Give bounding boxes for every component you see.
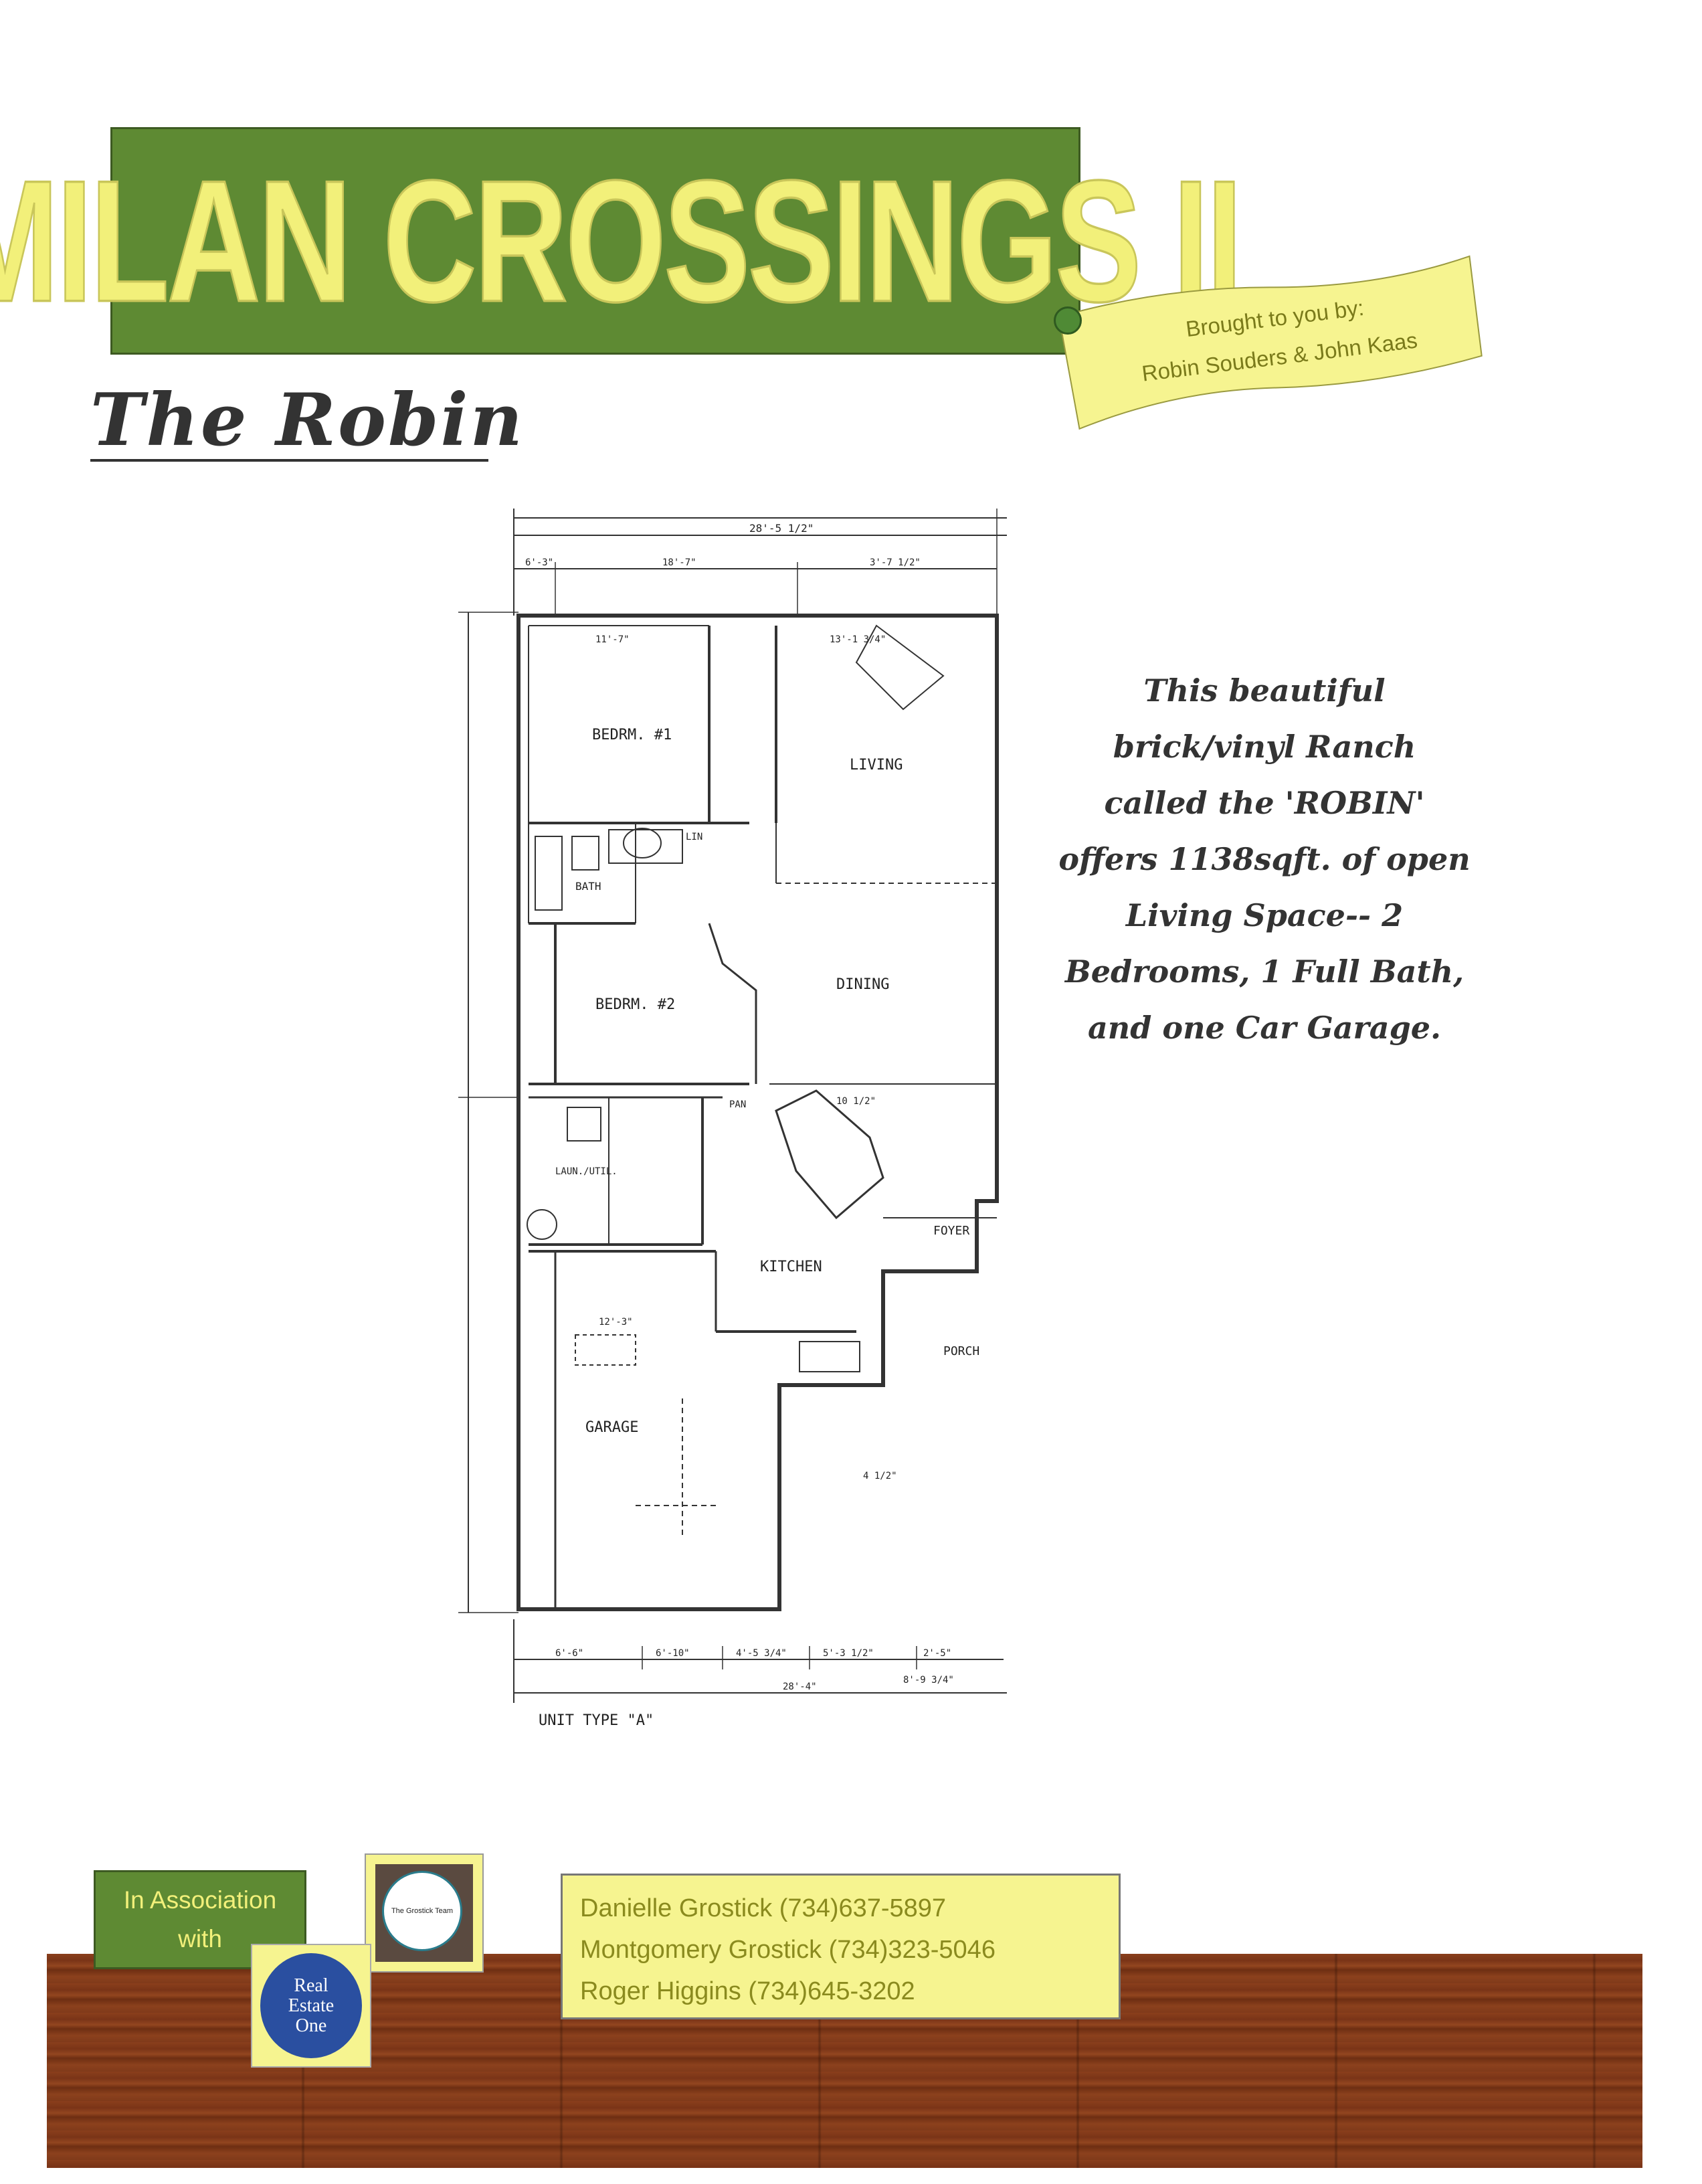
- dim-living-right: 10 1/2": [836, 1096, 876, 1107]
- title-banner: MILAN CROSSINGS II: [0, 127, 1243, 355]
- dim-overall-top: 28'-5 1/2": [749, 522, 814, 535]
- contact-montgomery: Montgomery Grostick (734)323-5046: [580, 1936, 996, 1964]
- dim-bedrm1: 11'-7": [595, 634, 630, 645]
- brought-to-you-flag: Brought to you by: Robin Souders & John …: [1050, 249, 1492, 437]
- contacts-box: Danielle Grostick (734)637-5897 Montgome…: [561, 1874, 1121, 2019]
- room-living: LIVING: [850, 757, 903, 774]
- flag-shape: [1058, 255, 1483, 430]
- contact-danielle: Danielle Grostick (734)637-5897: [580, 1894, 947, 1922]
- association-text: In Association with: [123, 1886, 277, 1952]
- dim-top-left: 6'-3": [525, 557, 553, 568]
- dim-bottom-6: 8'-9 3/4": [903, 1675, 954, 1686]
- room-porch: PORCH: [943, 1344, 979, 1358]
- dim-bottom-4: 5'-3 1/2": [823, 1648, 874, 1659]
- room-pantry: PAN: [729, 1099, 746, 1110]
- grostick-logo-background: The Grostick Team: [375, 1864, 473, 1962]
- dim-garage: 12'-3": [599, 1317, 633, 1328]
- room-bath: BATH: [575, 880, 601, 893]
- dim-bottom-2: 6'-10": [656, 1648, 690, 1659]
- room-laundry: LAUN./UTIL.: [555, 1166, 618, 1177]
- unit-type-label: UNIT TYPE "A": [539, 1712, 654, 1729]
- page-title: MILAN CROSSINGS II: [0, 143, 1243, 339]
- plan-name-underline: [90, 459, 488, 462]
- real-estate-one-logo: Real Estate One: [251, 1944, 371, 2068]
- plan-name: The Robin: [90, 378, 525, 462]
- dim-overall-bottom: 28'-4": [783, 1681, 817, 1692]
- room-garage: GARAGE: [585, 1419, 638, 1436]
- contact-roger: Roger Higgins (734)645-3202: [580, 1977, 915, 2005]
- reo-logo-text: Real Estate One: [288, 1975, 335, 2036]
- dim-porch: 4 1/2": [863, 1471, 897, 1481]
- room-bedrm1: BEDRM. #1: [592, 727, 672, 743]
- dim-bottom-1: 6'-6": [555, 1648, 583, 1659]
- plan-description: This beautiful brick/vinyl Ranch called …: [1058, 672, 1471, 1046]
- reo-logo-circle: Real Estate One: [260, 1953, 362, 2058]
- room-bedrm2: BEDRM. #2: [595, 996, 675, 1013]
- dim-bottom-5: 2'-5": [923, 1648, 951, 1659]
- grostick-team-logo: The Grostick Team: [365, 1853, 484, 1973]
- grostick-logo-text: The Grostick Team: [391, 1907, 454, 1915]
- dim-bottom-3: 4'-5 3/4": [736, 1648, 787, 1659]
- pin-icon: [1054, 306, 1082, 335]
- dim-living: 13'-1 3/4": [830, 634, 886, 645]
- room-lin: LIN: [686, 832, 702, 842]
- grostick-logo-circle: The Grostick Team: [382, 1871, 462, 1951]
- dim-top-right: 3'-7 1/2": [870, 557, 921, 568]
- room-kitchen: KITCHEN: [760, 1259, 822, 1275]
- dim-top-mid: 18'-7": [662, 557, 696, 568]
- room-dining: DINING: [836, 976, 889, 993]
- floor-plan: 28'-5 1/2" 6'-3" 18'-7" 3'-7 1/2" 11'-7"…: [435, 509, 1010, 1740]
- room-foyer: FOYER: [933, 1224, 969, 1238]
- floor-plan-drawing: 28'-5 1/2" 6'-3" 18'-7" 3'-7 1/2" 11'-7"…: [458, 509, 1007, 1729]
